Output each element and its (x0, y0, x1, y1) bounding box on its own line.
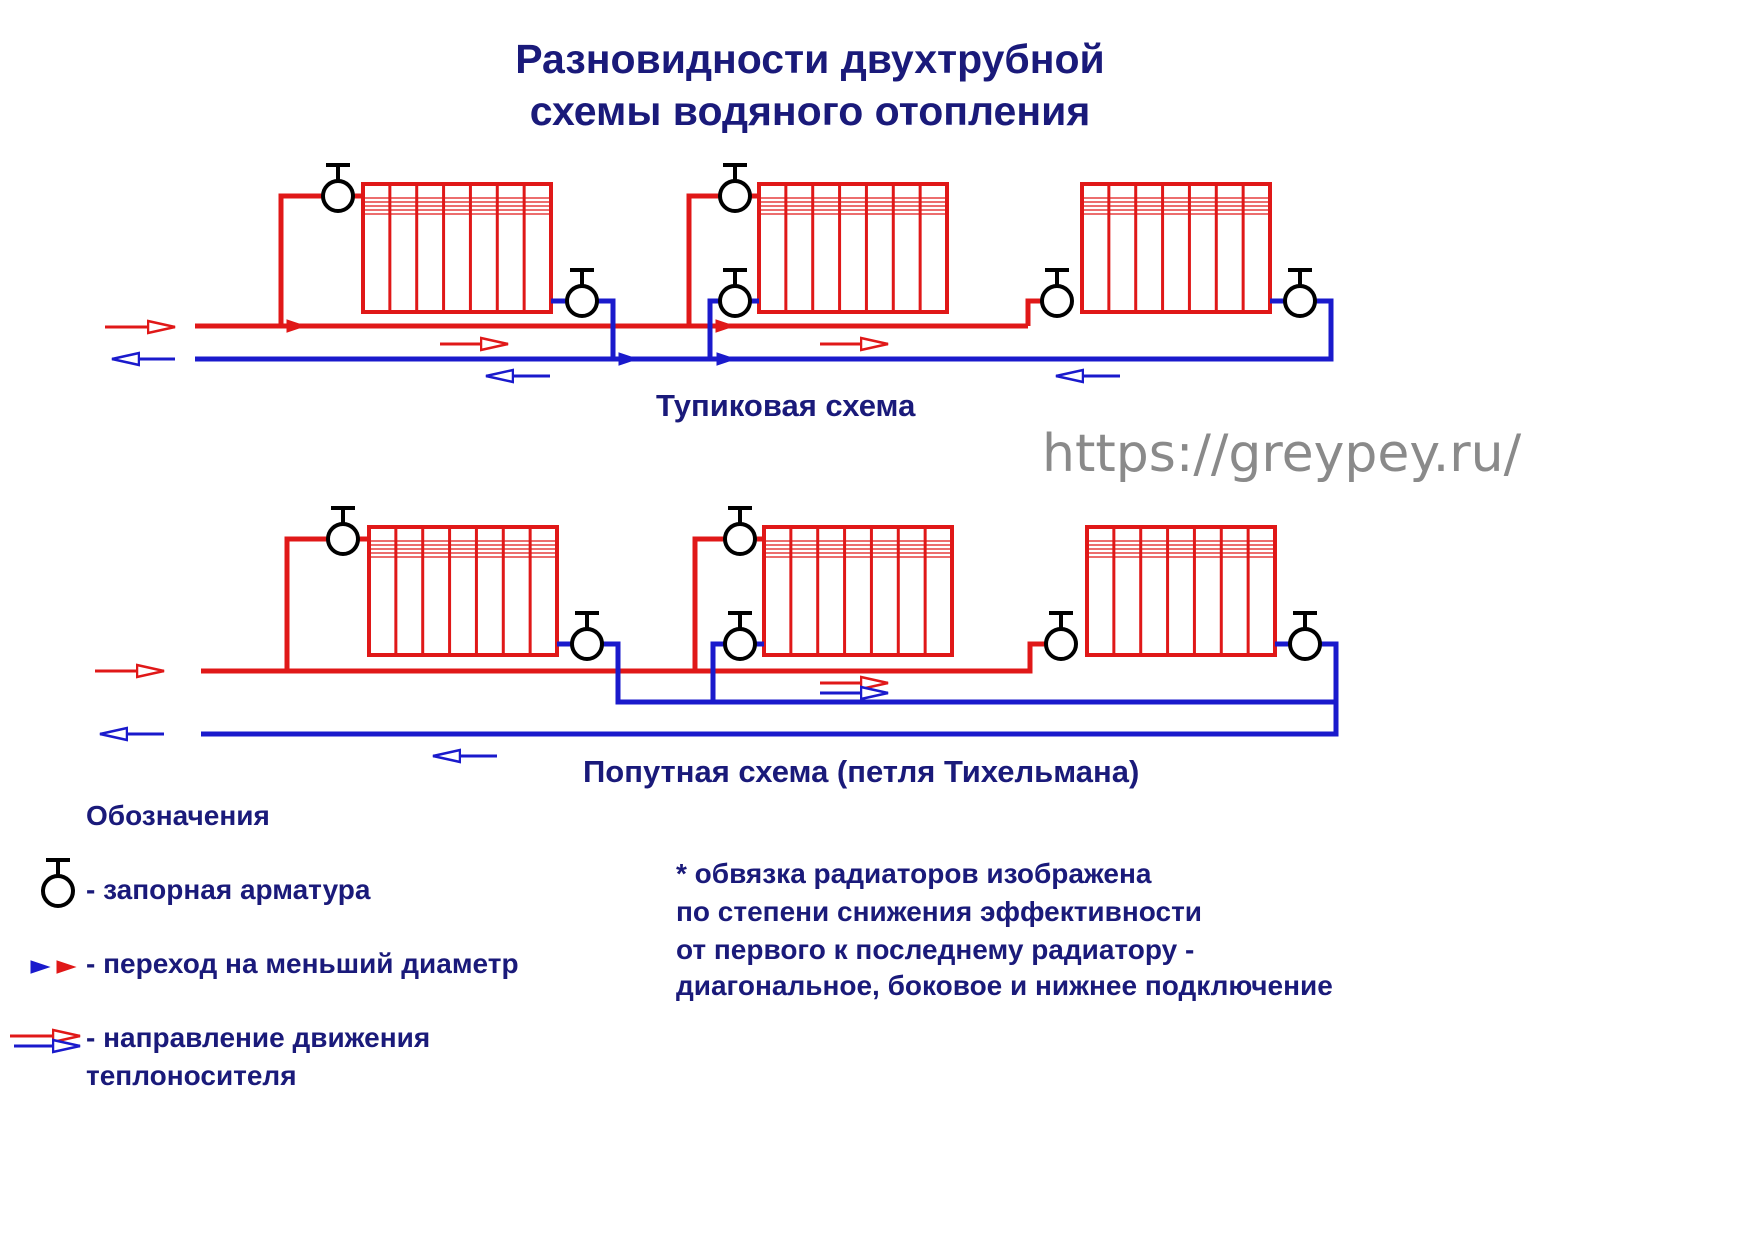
note-line-4: диагональное, боковое и нижнее подключен… (676, 970, 1333, 1001)
return-drop-1-1 (597, 298, 616, 359)
valve-body (723, 522, 757, 556)
legend-valve-label: - запорная арматура (86, 874, 371, 905)
valve-body (41, 874, 75, 908)
valve-body (718, 284, 752, 318)
supply-riser-1-2 (686, 193, 720, 326)
tichelmann-scheme-caption: Попутная схема (петля Тихельмана) (583, 754, 1140, 789)
valve-body (1288, 627, 1322, 661)
valve-body (1283, 284, 1317, 318)
radiator-body (1080, 182, 1272, 314)
return-pipes (195, 298, 1339, 737)
supply-riser-2-2 (692, 536, 725, 671)
valve-icon (1283, 268, 1317, 318)
watermark-url: https://greypey.ru/ (1042, 424, 1522, 484)
valve-icon (718, 163, 752, 213)
valve-icon (570, 611, 604, 661)
return-main-1 (195, 298, 1334, 362)
radiator-body (762, 525, 954, 657)
radiator-1-1 (361, 182, 553, 314)
radiator-body (1085, 525, 1277, 657)
legend-flow-label-line-1: - направление движения (86, 1022, 431, 1053)
return-main-2 (201, 641, 1339, 737)
valve-icon (723, 506, 757, 556)
supply-riser-1-1 (278, 193, 323, 326)
valve-body (326, 522, 360, 556)
page-title-line-1: Разновидности двухтрубной (515, 36, 1105, 82)
supply-riser-2-1 (284, 536, 328, 671)
radiators (361, 182, 1277, 657)
valve-icon (1288, 611, 1322, 661)
supply-riser-1-3 (1025, 298, 1042, 326)
valve-body (723, 627, 757, 661)
radiator-1-3 (1080, 182, 1272, 314)
valve-body (321, 179, 355, 213)
legend-reducer-label: - переход на меньший диаметр (86, 948, 519, 979)
valve-body (565, 284, 599, 318)
diagram-canvas (10, 163, 1339, 1110)
dead-end-scheme-caption: Тупиковая схема (656, 388, 916, 423)
heating-diagram: Разновидности двухтрубной схемы водяного… (10, 36, 1522, 1110)
note-line-3: от первого к последнему радиатору - (676, 934, 1195, 965)
radiator-2-2 (762, 525, 954, 657)
valve-icon (1040, 268, 1074, 318)
legend-heading: Обозначения (86, 800, 270, 831)
valve-icon (718, 268, 752, 318)
page-title-line-2: схемы водяного отопления (529, 88, 1091, 134)
valve-icon (723, 611, 757, 661)
valve-body (1044, 627, 1078, 661)
legend-reducer-icon-blue (30, 960, 51, 974)
legend-icons (10, 858, 80, 1046)
valve-icon (326, 506, 360, 556)
reducer-triangle-icon (715, 319, 736, 333)
legend-valve-icon (41, 858, 75, 908)
radiator-2-3 (1085, 525, 1277, 657)
note-line-2: по степени снижения эффективности (676, 896, 1202, 927)
valve-icon (321, 163, 355, 213)
radiator-body (367, 525, 559, 657)
valves (321, 163, 1322, 661)
valve-icon (1044, 611, 1078, 661)
return-drop-1-2 (707, 298, 720, 359)
legend-reducer-icon-red (56, 960, 77, 974)
flow-arrows (30, 319, 1120, 974)
radiator-1-2 (757, 182, 949, 314)
reducer-triangle-icon (618, 352, 639, 366)
valve-body (570, 627, 604, 661)
radiator-body (757, 182, 949, 314)
reducer-triangle-icon (286, 319, 307, 333)
legend-flow-label-line-2: теплоносителя (86, 1060, 297, 1091)
valve-body (718, 179, 752, 213)
radiator-body (361, 182, 553, 314)
return-drop-2-2 (710, 641, 725, 702)
return-collector-2 (602, 641, 1336, 705)
valve-body (1040, 284, 1074, 318)
radiator-2-1 (367, 525, 559, 657)
valve-icon (565, 268, 599, 318)
reducer-triangle-icon (716, 352, 737, 366)
note-line-1: * обвязка радиаторов изображена (676, 858, 1152, 889)
